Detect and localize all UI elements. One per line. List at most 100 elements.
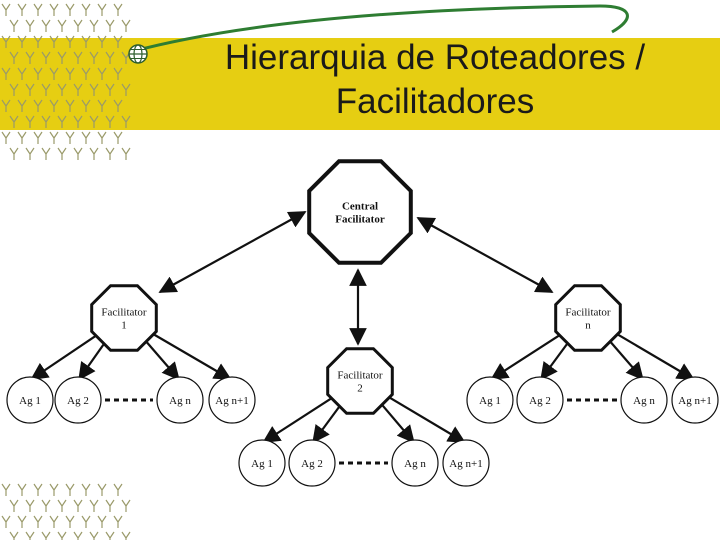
pattern-glyph bbox=[57, 531, 67, 540]
pattern-glyph bbox=[65, 67, 75, 80]
pattern-glyph bbox=[17, 35, 27, 48]
pattern-glyph bbox=[121, 83, 131, 96]
pattern-stroke bbox=[9, 147, 19, 160]
pattern-stroke bbox=[105, 147, 115, 160]
pattern-glyph bbox=[17, 515, 27, 528]
pattern-glyph bbox=[65, 515, 75, 528]
pattern-stroke bbox=[1, 131, 11, 144]
pattern-stroke bbox=[9, 115, 19, 128]
pattern-stroke bbox=[73, 83, 83, 96]
left-pattern-bottom bbox=[1, 483, 131, 540]
pattern-stroke bbox=[49, 483, 59, 496]
pattern-glyph bbox=[9, 51, 19, 64]
agent-node bbox=[466, 376, 514, 424]
pattern-glyph bbox=[1, 483, 11, 496]
pattern-glyph bbox=[97, 67, 107, 80]
agent-label-line: Ag 1 bbox=[479, 395, 501, 407]
pattern-glyph bbox=[89, 51, 99, 64]
pattern-stroke bbox=[57, 499, 67, 512]
pattern-stroke bbox=[81, 3, 91, 16]
pattern-stroke bbox=[33, 3, 43, 16]
pattern-stroke bbox=[89, 147, 99, 160]
pattern-glyph bbox=[113, 35, 123, 48]
pattern-glyph bbox=[121, 531, 131, 540]
pattern-glyph bbox=[25, 147, 35, 160]
agent-node bbox=[288, 439, 336, 487]
agent-node bbox=[442, 439, 490, 487]
pattern-glyph bbox=[1, 3, 11, 16]
facilitator-label-fn-line: Facilitator bbox=[565, 307, 611, 319]
pattern-glyph bbox=[9, 19, 19, 32]
edge-fn-agent bbox=[607, 339, 644, 381]
edge-f2-agent bbox=[262, 395, 335, 443]
pattern-glyph bbox=[81, 483, 91, 496]
pattern-stroke bbox=[9, 83, 19, 96]
agent-label-line: Ag 2 bbox=[529, 395, 551, 407]
pattern-stroke bbox=[113, 99, 123, 112]
pattern-glyph bbox=[73, 83, 83, 96]
pattern-stroke bbox=[17, 67, 27, 80]
pattern-glyph bbox=[73, 147, 83, 160]
pattern-glyph bbox=[33, 131, 43, 144]
edge-f1-agent bbox=[78, 341, 107, 381]
pattern-stroke bbox=[25, 51, 35, 64]
pattern-stroke bbox=[1, 3, 11, 16]
pattern-stroke bbox=[81, 483, 91, 496]
pattern-glyph bbox=[113, 131, 123, 144]
pattern-glyph bbox=[81, 515, 91, 528]
pattern-stroke bbox=[65, 131, 75, 144]
pattern-stroke bbox=[41, 147, 51, 160]
facilitator-node-f2 bbox=[326, 347, 394, 415]
agent-node bbox=[208, 376, 256, 424]
agent-node bbox=[516, 376, 564, 424]
pattern-stroke bbox=[41, 115, 51, 128]
pattern-glyph bbox=[65, 131, 75, 144]
pattern-glyph bbox=[97, 131, 107, 144]
edge-f2-agent bbox=[385, 394, 466, 443]
pattern-glyph bbox=[89, 147, 99, 160]
pattern-glyph bbox=[97, 515, 107, 528]
central-facilitator-node bbox=[307, 159, 413, 265]
pattern-glyph bbox=[65, 3, 75, 16]
pattern-stroke bbox=[25, 499, 35, 512]
agent-label: Ag n bbox=[404, 458, 426, 470]
pattern-stroke bbox=[97, 35, 107, 48]
pattern-glyph bbox=[113, 67, 123, 80]
swoosh-decoration bbox=[129, 4, 629, 54]
pattern-stroke bbox=[57, 83, 67, 96]
pattern-stroke bbox=[73, 115, 83, 128]
pattern-glyph bbox=[1, 35, 11, 48]
pattern-stroke bbox=[9, 499, 19, 512]
pattern-glyph bbox=[25, 531, 35, 540]
pattern-stroke bbox=[1, 515, 11, 528]
pattern-stroke bbox=[33, 131, 43, 144]
pattern-stroke bbox=[121, 531, 131, 540]
pattern-glyph bbox=[9, 499, 19, 512]
pattern-glyph bbox=[41, 115, 51, 128]
pattern-stroke bbox=[41, 51, 51, 64]
pattern-glyph bbox=[25, 499, 35, 512]
pattern-glyph bbox=[89, 83, 99, 96]
pattern-stroke bbox=[113, 35, 123, 48]
pattern-glyph bbox=[9, 83, 19, 96]
pattern-glyph bbox=[105, 83, 115, 96]
pattern-stroke bbox=[33, 35, 43, 48]
pattern-stroke bbox=[17, 515, 27, 528]
pattern-glyph bbox=[57, 499, 67, 512]
pattern-stroke bbox=[17, 3, 27, 16]
pattern-stroke bbox=[73, 531, 83, 540]
pattern-glyph bbox=[73, 115, 83, 128]
pattern-stroke bbox=[65, 67, 75, 80]
pattern-glyph bbox=[97, 3, 107, 16]
pattern-stroke bbox=[17, 483, 27, 496]
pattern-glyph bbox=[17, 483, 27, 496]
pattern-stroke bbox=[97, 483, 107, 496]
pattern-glyph bbox=[1, 131, 11, 144]
pattern-glyph bbox=[9, 531, 19, 540]
pattern-stroke bbox=[81, 131, 91, 144]
pattern-glyph bbox=[97, 35, 107, 48]
pattern-stroke bbox=[1, 483, 11, 496]
